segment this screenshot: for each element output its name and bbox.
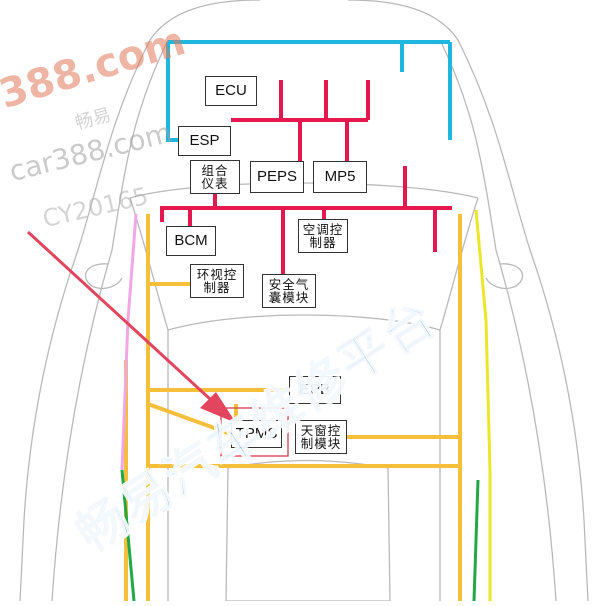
- tpms-module: TPMS: [231, 420, 282, 448]
- windshield-bottom: [167, 314, 441, 331]
- windshield-top: [129, 182, 479, 199]
- mirror-right: [485, 263, 524, 290]
- car-hood-right: [439, 39, 557, 602]
- bcm-module: BCM: [166, 226, 216, 256]
- green-wire-right: [472, 479, 480, 602]
- car-body-right: [347, 0, 589, 602]
- pink-wire-left: [120, 213, 138, 471]
- sunroof-module: 天窗控 制模块: [295, 420, 347, 454]
- airbag-module: 安全气 囊模块: [262, 274, 316, 308]
- epb-module: EPB: [289, 376, 341, 404]
- mp5-module: MP5: [313, 161, 367, 193]
- green-wire-left: [120, 469, 136, 602]
- peps-module: PEPS: [250, 161, 304, 193]
- car-hood-left: [51, 39, 169, 602]
- mirror-left: [84, 263, 123, 290]
- car-body-left: [19, 0, 261, 602]
- arrow-head: [200, 392, 236, 423]
- pointer-arrow: [26, 230, 236, 423]
- tpms-highlight-box: [220, 407, 289, 457]
- ac-controller-module: 空调控 制器: [298, 219, 348, 253]
- wire-harness: [120, 40, 492, 602]
- combo-meter-module: 组合 仪表: [190, 160, 240, 194]
- esp-module: ESP: [178, 126, 231, 156]
- cyan-bus-left: [166, 42, 178, 142]
- arrow-shaft: [26, 230, 224, 412]
- yellow-wire-right: [474, 209, 492, 601]
- rear-window: [225, 459, 391, 602]
- orange-tpms-link: [147, 402, 232, 436]
- surround-view-module: 环视控 制器: [190, 264, 244, 298]
- ecu-module: ECU: [205, 76, 257, 106]
